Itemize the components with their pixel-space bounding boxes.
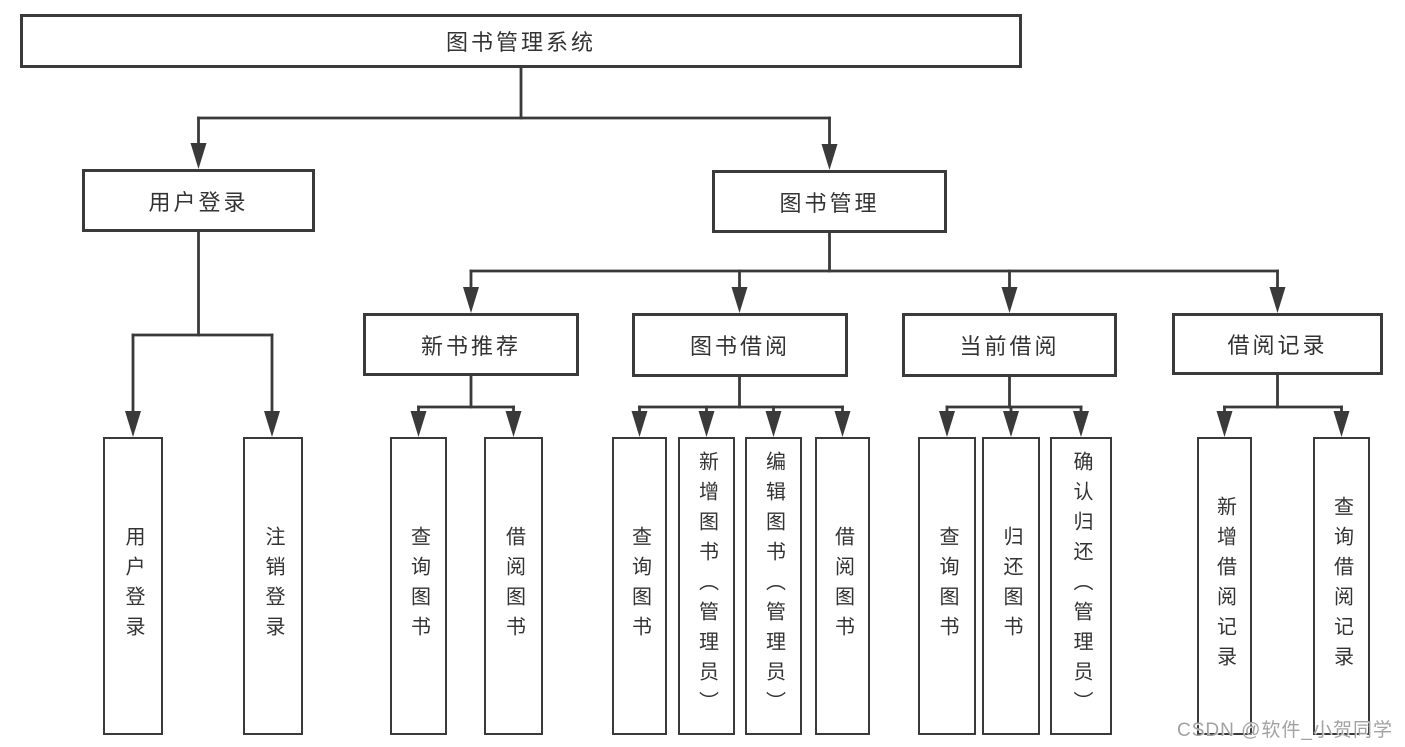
- node-new-book-recommend: 新书推荐: [363, 313, 579, 376]
- node-borrowing-records: 借阅记录: [1172, 313, 1383, 375]
- node-book-borrowing: 图书借阅: [632, 313, 848, 377]
- leaf-query-borrow-record: 查询借阅记录: [1313, 437, 1370, 735]
- leaf-add-book-admin: 新增图书（管理员）: [678, 437, 735, 735]
- node-book-management: 图书管理: [712, 170, 947, 233]
- node-user-login: 用户登录: [82, 169, 315, 232]
- leaf-user-login: 用户登录: [103, 437, 163, 735]
- csdn-watermark: CSDN @软件_小贺同学: [1177, 720, 1393, 741]
- leaf-add-borrow-record: 新增借阅记录: [1197, 437, 1252, 735]
- leaf-borrow-book-recommend: 借阅图书: [484, 437, 543, 735]
- leaf-query-book-recommend: 查询图书: [390, 437, 447, 735]
- leaf-return-book: 归还图书: [982, 437, 1040, 735]
- leaf-edit-book-admin: 编辑图书（管理员）: [745, 437, 802, 735]
- leaf-query-book-current: 查询图书: [918, 437, 976, 735]
- node-library-management-system: 图书管理系统: [20, 14, 1022, 68]
- leaf-logout-login: 注销登录: [243, 437, 303, 735]
- leaf-query-book-borrowing: 查询图书: [612, 437, 667, 735]
- node-current-borrowing: 当前借阅: [902, 313, 1117, 377]
- leaf-borrow-book: 借阅图书: [815, 437, 870, 735]
- leaf-confirm-return-admin: 确认归还（管理员）: [1050, 437, 1112, 735]
